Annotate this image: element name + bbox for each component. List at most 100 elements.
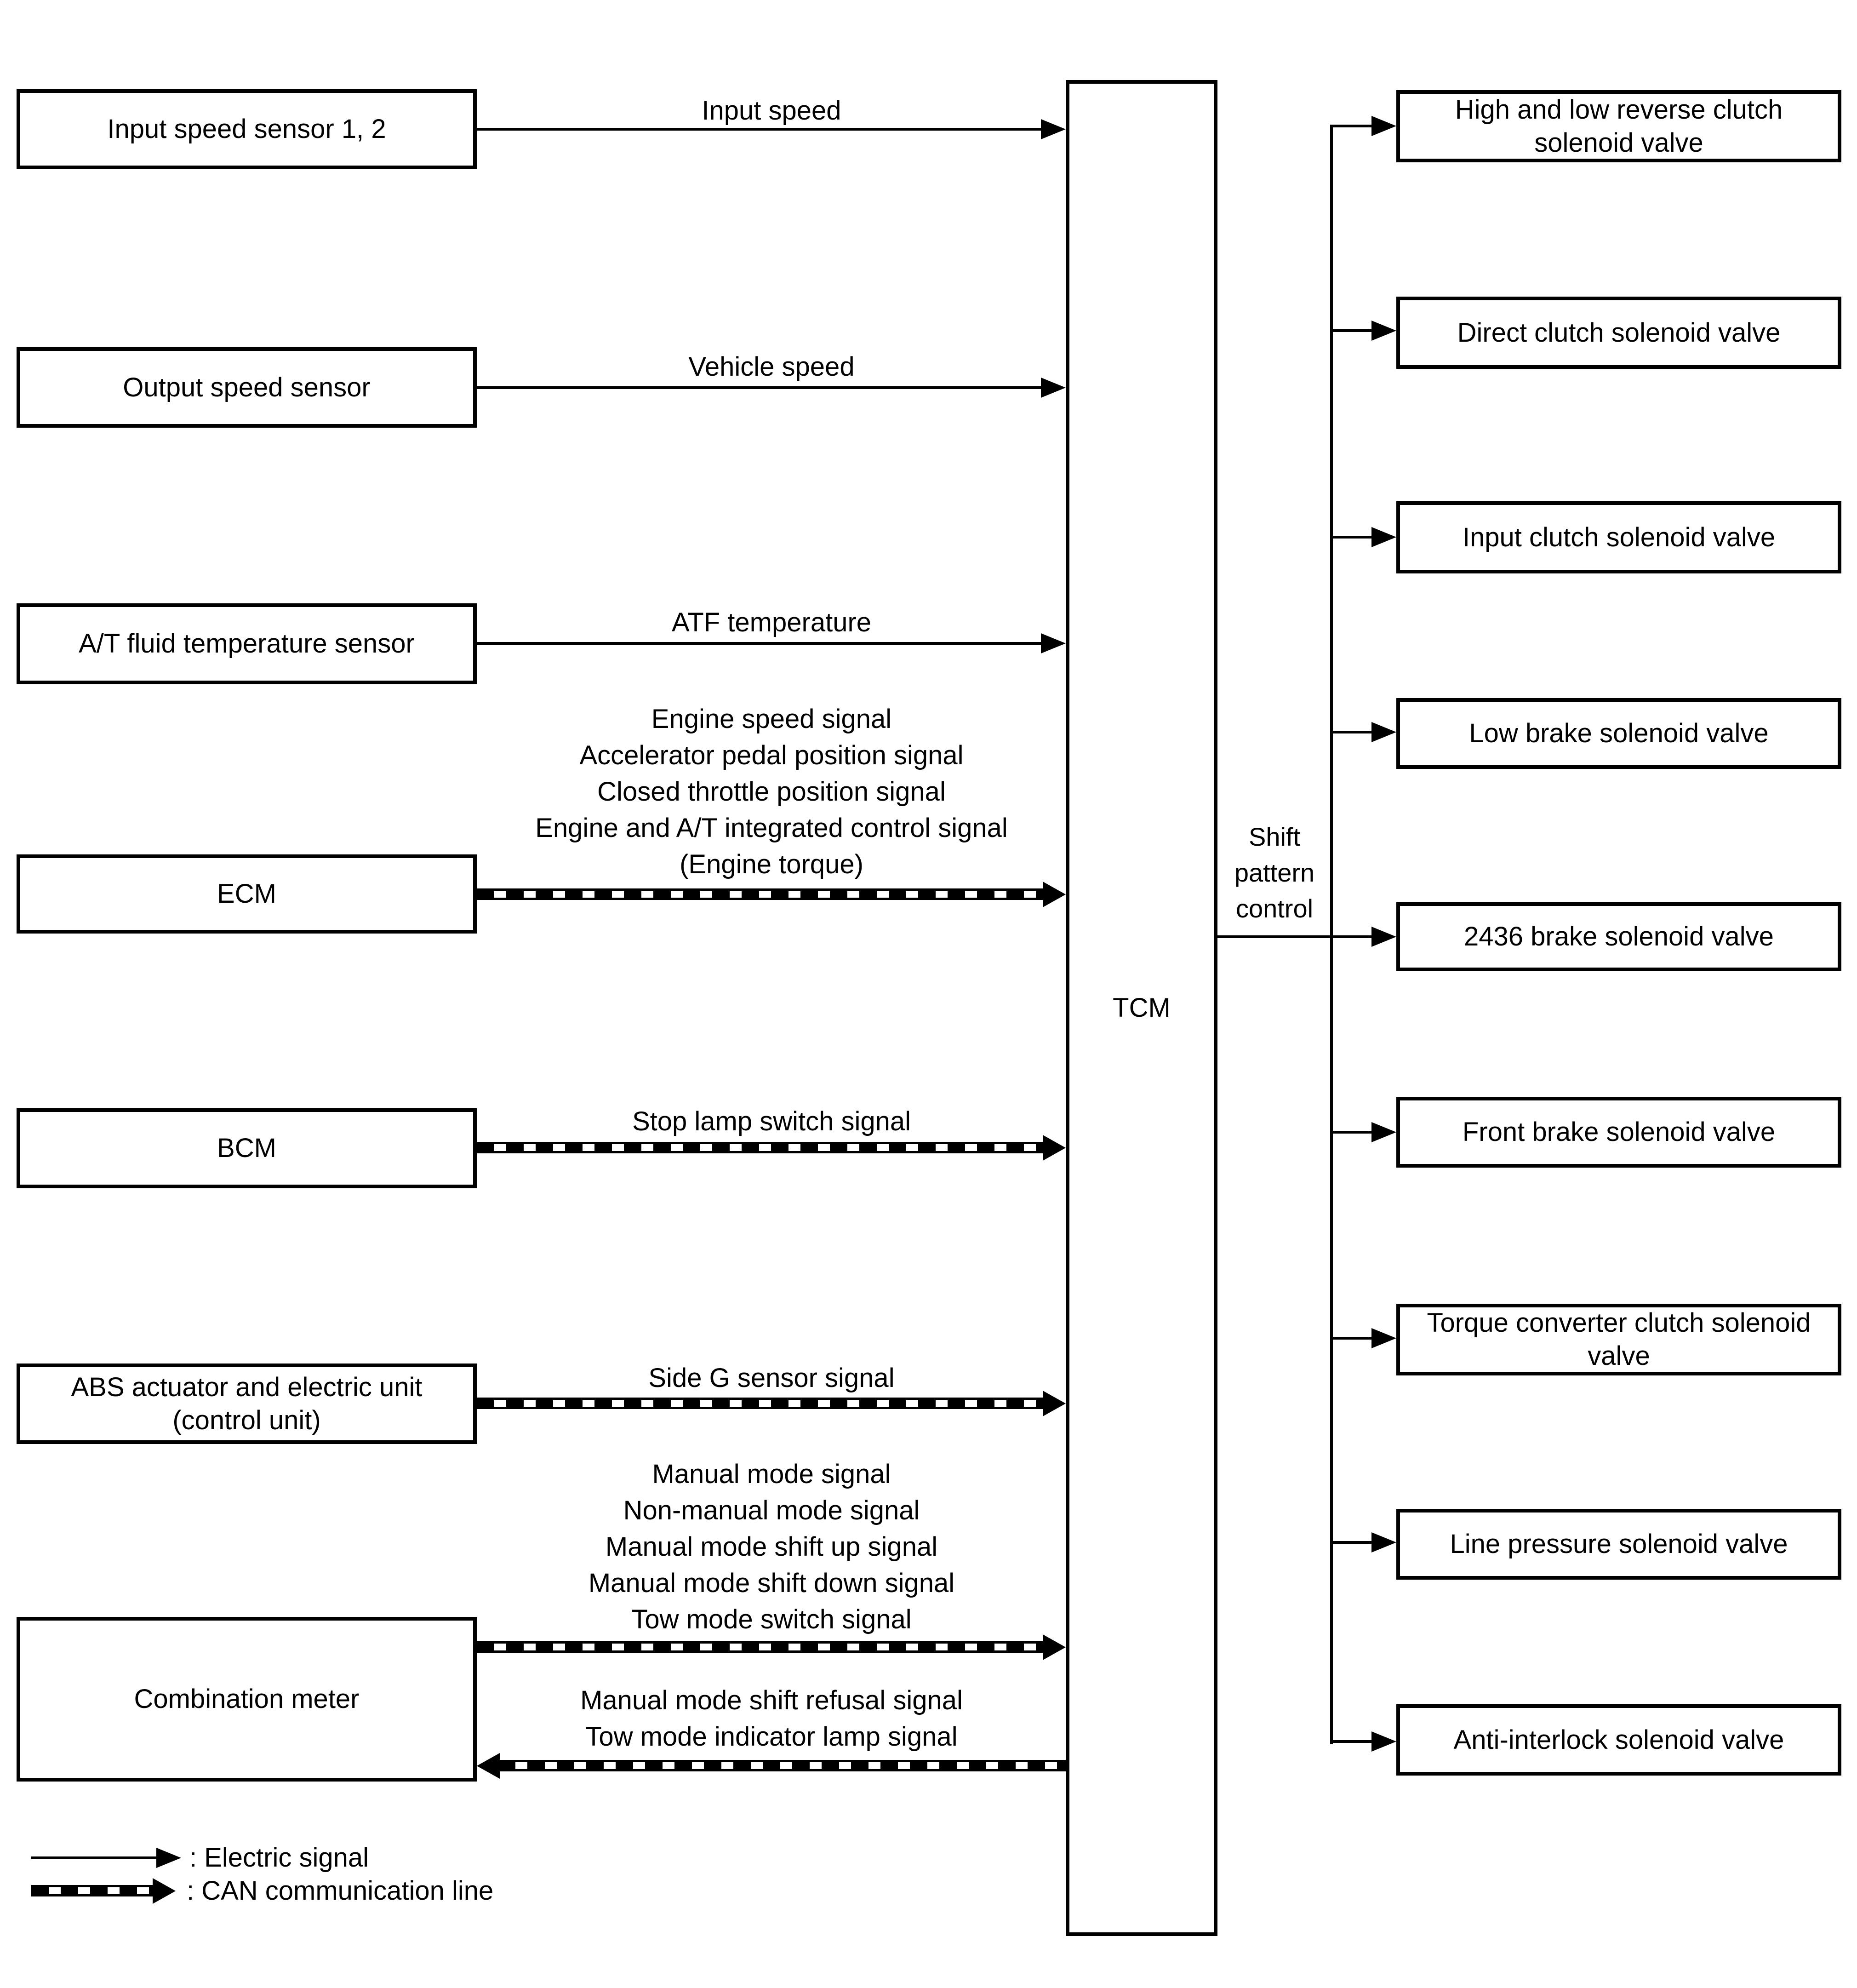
- arrowhead-icon: [1371, 1731, 1396, 1752]
- can-ribbon: [498, 1760, 1066, 1771]
- signal-label-atf-temperature: ATF temperature: [671, 607, 872, 637]
- input-box-at-fluid-temperature-sensor: A/T fluid temperature sensor: [17, 603, 477, 684]
- signal-line: Engine and A/T integrated control signal: [535, 813, 1008, 843]
- signal-label-stop-lamp: Stop lamp switch signal: [632, 1106, 911, 1136]
- input-box-label: Input speed sensor 1, 2: [107, 114, 386, 144]
- signal-line: Manual mode signal: [652, 1459, 891, 1489]
- shift-pattern-line: pattern: [1234, 858, 1315, 887]
- arrow-shaft: [1330, 1131, 1373, 1134]
- arrowhead-icon: [156, 1848, 181, 1868]
- signal-label-tcm-to-combination-stack: Manual mode shift refusal signal Tow mod…: [477, 1682, 1066, 1755]
- legend-can-arrow: [31, 1878, 176, 1904]
- arrowhead-icon: [1043, 882, 1066, 907]
- output-box-front-brake: Front brake solenoid valve: [1396, 1097, 1841, 1168]
- input-box-output-speed-sensor: Output speed sensor: [17, 347, 477, 428]
- arrow-shaft: [1330, 125, 1373, 127]
- arrowhead-icon: [477, 1753, 500, 1779]
- arrowhead-icon: [1043, 1135, 1066, 1161]
- input-box-label: Combination meter: [134, 1684, 360, 1714]
- signal-label-side-g: Side G sensor signal: [648, 1363, 895, 1393]
- output-box-2436-brake: 2436 brake solenoid valve: [1396, 902, 1841, 971]
- can-arrow-ecm: [477, 882, 1066, 907]
- arrow-shaft: [477, 386, 1043, 389]
- output-box-label: Input clutch solenoid valve: [1462, 522, 1776, 552]
- arrowhead-icon: [1371, 927, 1396, 947]
- signal-line: Tow mode switch signal: [631, 1604, 912, 1634]
- branch-arrow-low-brake: [1330, 722, 1396, 742]
- arrowhead-icon: [1041, 378, 1066, 398]
- arrowhead-icon: [1371, 321, 1396, 341]
- electric-arrow-input-speed: [477, 119, 1066, 139]
- input-box-label: ECM: [217, 879, 276, 909]
- output-box-high-low-reverse-clutch: High and low reverse clutch solenoid val…: [1396, 90, 1841, 162]
- branch-arrow-torque-converter: [1330, 1328, 1396, 1348]
- arrowhead-icon: [1371, 722, 1396, 742]
- legend-electric-label: : Electric signal: [189, 1843, 369, 1873]
- branch-arrow-input-clutch: [1330, 527, 1396, 547]
- tcm-box: TCM: [1066, 80, 1217, 1936]
- output-bus-line: [1330, 125, 1333, 1744]
- can-arrow-bcm: [477, 1135, 1066, 1161]
- arrow-shaft: [1330, 1541, 1373, 1544]
- arrow-shaft: [1330, 1337, 1373, 1340]
- output-box-label: Line pressure solenoid valve: [1450, 1529, 1788, 1559]
- signal-line: (Engine torque): [680, 849, 863, 879]
- electric-arrow-atf-temperature: [477, 633, 1066, 653]
- output-box-label: High and low reverse clutch solenoid val…: [1455, 94, 1783, 158]
- output-box-line-pressure: Line pressure solenoid valve: [1396, 1509, 1841, 1580]
- input-box-label: Output speed sensor: [123, 372, 371, 402]
- output-box-input-clutch: Input clutch solenoid valve: [1396, 501, 1841, 573]
- arrowhead-icon: [1371, 116, 1396, 136]
- output-box-label: Torque converter clutch solenoid valve: [1427, 1308, 1811, 1371]
- can-arrow-abs: [477, 1391, 1066, 1416]
- shift-pattern-connector-arrow: [1217, 927, 1396, 947]
- input-box-label: BCM: [217, 1133, 276, 1163]
- input-box-abs-actuator: ABS actuator and electric unit (control …: [17, 1364, 477, 1444]
- input-box-ecm: ECM: [17, 854, 477, 934]
- shift-pattern-line: Shift: [1248, 822, 1301, 851]
- arrowhead-icon: [1043, 1634, 1066, 1660]
- tcm-label: TCM: [1113, 993, 1171, 1023]
- legend-electric-arrow: [31, 1848, 181, 1868]
- branch-arrow-anti-interlock: [1330, 1731, 1396, 1752]
- arrow-shaft: [1217, 935, 1373, 938]
- output-box-torque-converter-clutch: Torque converter clutch solenoid valve: [1396, 1304, 1841, 1375]
- output-box-label: Anti-interlock solenoid valve: [1453, 1724, 1784, 1755]
- arrow-shaft: [477, 128, 1043, 131]
- arrowhead-icon: [1371, 1122, 1396, 1142]
- output-box-label: 2436 brake solenoid valve: [1464, 922, 1774, 951]
- can-ribbon: [477, 1641, 1045, 1653]
- output-box-label: Front brake solenoid valve: [1462, 1117, 1776, 1147]
- branch-arrow-line-pressure: [1330, 1532, 1396, 1553]
- signal-label-combination-to-tcm-stack: Manual mode signal Non-manual mode signa…: [477, 1456, 1066, 1638]
- signal-line: Non-manual mode signal: [623, 1495, 920, 1525]
- arrow-shaft: [31, 1856, 158, 1859]
- arrowhead-icon: [1043, 1391, 1066, 1416]
- input-box-label: ABS actuator and electric unit: [71, 1372, 423, 1402]
- signal-line: Manual mode shift up signal: [605, 1532, 938, 1562]
- output-box-low-brake: Low brake solenoid valve: [1396, 698, 1841, 769]
- signal-line: Accelerator pedal position signal: [579, 740, 964, 770]
- arrowhead-icon: [1041, 119, 1066, 139]
- arrow-shaft: [1330, 536, 1373, 539]
- input-box-combination-meter: Combination meter: [17, 1617, 477, 1782]
- arrowhead-icon: [1371, 1328, 1396, 1348]
- arrow-shaft: [1330, 1740, 1373, 1743]
- signal-line: Manual mode shift refusal signal: [580, 1685, 963, 1715]
- arrowhead-icon: [153, 1878, 176, 1904]
- signal-line: Manual mode shift down signal: [588, 1568, 955, 1598]
- output-box-direct-clutch: Direct clutch solenoid valve: [1396, 297, 1841, 369]
- output-box-anti-interlock: Anti-interlock solenoid valve: [1396, 1704, 1841, 1776]
- signal-label-ecm-stack: Engine speed signal Accelerator pedal po…: [477, 701, 1066, 882]
- input-box-input-speed-sensor: Input speed sensor 1, 2: [17, 89, 477, 169]
- input-box-label-line2: (control unit): [172, 1405, 321, 1435]
- arrowhead-icon: [1371, 1532, 1396, 1553]
- signal-line: Closed throttle position signal: [597, 777, 946, 807]
- output-box-label: Low brake solenoid valve: [1469, 718, 1769, 748]
- branch-arrow-direct-clutch: [1330, 321, 1396, 341]
- can-ribbon: [477, 888, 1045, 900]
- arrow-shaft: [477, 642, 1043, 645]
- arrowhead-icon: [1371, 527, 1396, 547]
- can-ribbon: [477, 1398, 1045, 1409]
